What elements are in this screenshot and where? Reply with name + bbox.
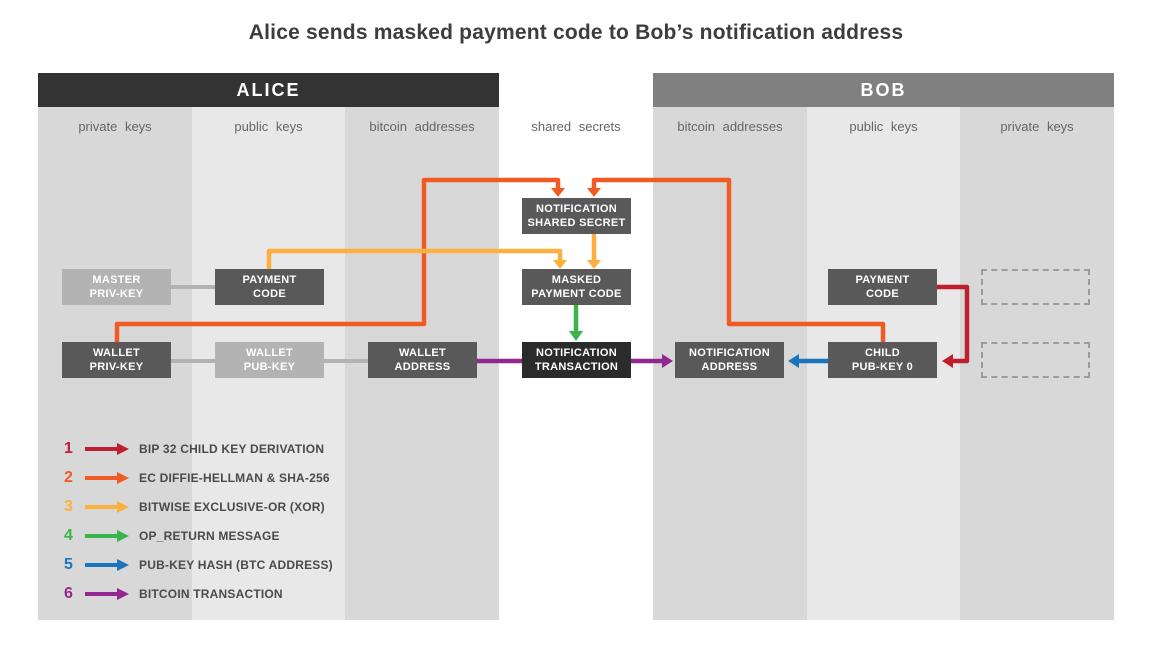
box-masked-payment-code: MASKED PAYMENT CODE (522, 269, 631, 305)
legend-label: BITCOIN TRANSACTION (139, 586, 283, 601)
arrow-pubkey-hash-head (788, 354, 799, 368)
legend-item-ecdh: 2 EC DIFFIE-HELLMAN & SHA-256 (64, 463, 333, 492)
box-notification-shared-secret: NOTIFICATION SHARED SECRET (522, 198, 631, 234)
box-bob-hidden-priv-key-2 (981, 342, 1090, 378)
alice-header-bar: ALICE (38, 73, 499, 107)
legend: 1 BIP 32 CHILD KEY DERIVATION 2 EC DIFFI… (64, 434, 333, 608)
box-bob-hidden-priv-key-1 (981, 269, 1090, 305)
arrow-ecdh-from-bob-path (591, 177, 886, 342)
legend-label: PUB-KEY HASH (BTC ADDRESS) (139, 557, 333, 572)
box-bob-payment-code: PAYMENT CODE (828, 269, 937, 305)
legend-number: 2 (64, 468, 73, 486)
arrow-ecdh-from-alice-path (114, 177, 561, 342)
bob-header-bar: BOB (653, 73, 1114, 107)
box-notification-transaction: NOTIFICATION TRANSACTION (522, 342, 631, 378)
arrow-opreturn-head (569, 331, 583, 341)
arrow-ecdh-from-alice-head (551, 188, 565, 197)
legend-item-pubkey-hash: 5 PUB-KEY HASH (BTC ADDRESS) (64, 550, 333, 579)
arrow-xor-from-payment-code-head (553, 260, 567, 269)
shared-secrets-column-label: shared secrets (531, 119, 621, 134)
legend-item-bip32: 1 BIP 32 CHILD KEY DERIVATION (64, 434, 333, 463)
column-label-bob-bitcoin-addresses: bitcoin addresses (677, 119, 783, 134)
legend-arrow-icon (85, 471, 129, 484)
box-wallet-priv-key: WALLET PRIV-KEY (62, 342, 171, 378)
box-notification-address: NOTIFICATION ADDRESS (675, 342, 784, 378)
arrow-ecdh-from-bob-head (587, 188, 601, 197)
arrow-bip32-derivation-path (937, 284, 970, 364)
legend-arrow-icon (85, 442, 129, 455)
legend-label: OP_RETURN MESSAGE (139, 528, 280, 543)
box-wallet-address: WALLET ADDRESS (368, 342, 477, 378)
column-label-bob-private-keys: private keys (1000, 119, 1074, 134)
legend-arrow-icon (85, 558, 129, 571)
column-label-bob-public-keys: public keys (849, 119, 918, 134)
column-label-alice-private-keys: private keys (78, 119, 152, 134)
legend-arrow-icon (85, 587, 129, 600)
legend-item-opreturn: 4 OP_RETURN MESSAGE (64, 521, 333, 550)
box-wallet-pub-key: WALLET PUB-KEY (215, 342, 324, 378)
legend-label: BITWISE EXCLUSIVE-OR (XOR) (139, 499, 325, 514)
arrow-bip32-derivation-head (942, 354, 953, 368)
legend-item-xor: 3 BITWISE EXCLUSIVE-OR (XOR) (64, 492, 333, 521)
column-label-alice-bitcoin-addresses: bitcoin addresses (369, 119, 475, 134)
legend-arrow-icon (85, 500, 129, 513)
box-master-priv-key: MASTER PRIV-KEY (62, 269, 171, 305)
column-label-alice-public-keys: public keys (234, 119, 303, 134)
legend-arrow-icon (85, 529, 129, 542)
legend-number: 5 (64, 555, 73, 573)
legend-number: 4 (64, 526, 73, 544)
legend-label: EC DIFFIE-HELLMAN & SHA-256 (139, 470, 330, 485)
legend-number: 6 (64, 584, 73, 602)
arrow-xor-from-shared-secret-head (587, 260, 601, 269)
arrow-xor-from-payment-code-path (266, 248, 563, 269)
page-title: Alice sends masked payment code to Bob’s… (248, 21, 904, 44)
legend-item-bitcoin-tx: 6 BITCOIN TRANSACTION (64, 579, 333, 608)
box-alice-payment-code: PAYMENT CODE (215, 269, 324, 305)
arrow-btc-tx-to-notification-address-head (662, 354, 673, 368)
legend-label: BIP 32 CHILD KEY DERIVATION (139, 441, 325, 456)
box-child-pub-key-0: CHILD PUB-KEY 0 (828, 342, 937, 378)
legend-number: 1 (64, 439, 73, 457)
legend-number: 3 (64, 497, 73, 515)
